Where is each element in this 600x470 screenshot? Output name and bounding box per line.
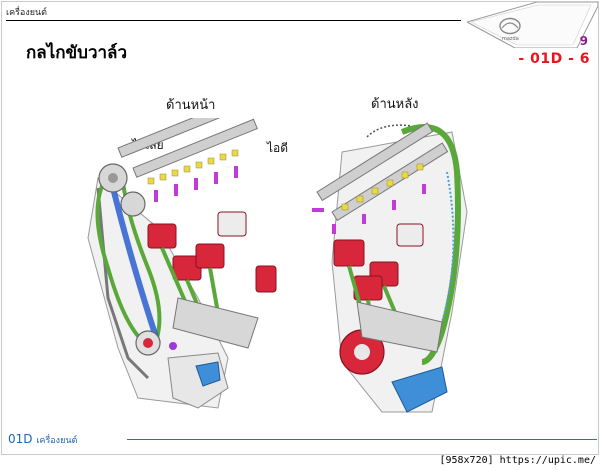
- footer-label: 01D เครื่องยนต์: [8, 432, 77, 447]
- page-title: กลไกขับวาล์ว: [26, 43, 128, 63]
- header-divider: [6, 20, 461, 21]
- footer-divider: [127, 439, 597, 440]
- engine-front-view-illustration: [87, 118, 277, 409]
- rear-view-label: ด้านหลัง: [371, 97, 419, 112]
- document-code: - 01D - 6: [518, 51, 590, 67]
- mazda-logo: mazda: [465, 1, 599, 49]
- page-number: 9: [579, 34, 588, 48]
- engine-rear-view-illustration: [312, 122, 468, 413]
- watermark-text: [958x720] https://upic.me/: [439, 455, 596, 466]
- section-header: เครื่องยนต์: [6, 8, 48, 18]
- footer-code: 01D: [8, 432, 33, 446]
- front-view-label: ด้านหน้า: [166, 98, 216, 113]
- intake-label: ไอดี: [267, 141, 289, 155]
- slide-border: [1, 1, 599, 455]
- svg-text:mazda: mazda: [502, 36, 519, 42]
- watermark-bar: [958x720] https://upic.me/: [0, 455, 600, 470]
- footer-section: เครื่องยนต์: [36, 436, 78, 446]
